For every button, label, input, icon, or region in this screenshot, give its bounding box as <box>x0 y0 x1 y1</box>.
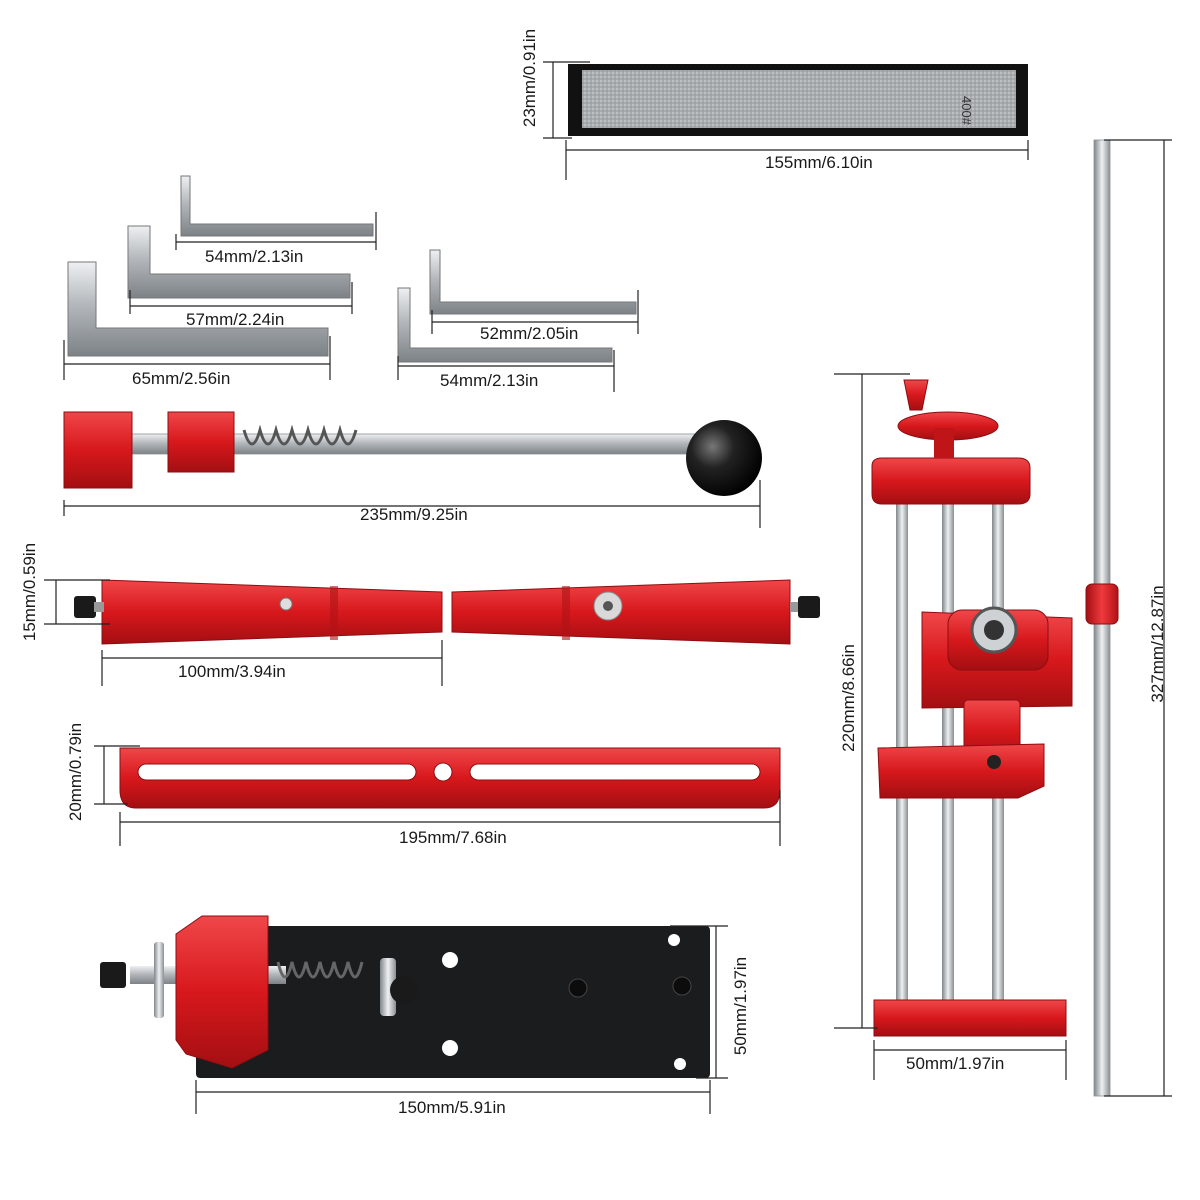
sharpening-stone: 400# <box>568 64 1028 136</box>
guide-frame-height-label: 220mm/8.66in <box>839 644 858 752</box>
slotted-bar-height-label: 20mm/0.79in <box>66 722 85 822</box>
guide-rod <box>1085 139 1119 1097</box>
wrench-4-size-label: 52mm/2.05in <box>480 324 579 343</box>
stone-width-label: 155mm/6.10in <box>765 153 873 172</box>
clamp-rod-assembly <box>63 411 762 496</box>
base-spring <box>276 961 364 979</box>
slotted-bar-length-label: 195mm/7.68in <box>399 828 507 847</box>
hex-wrench-3 <box>67 261 329 357</box>
guide-rod-length-label: 327mm/12.87in <box>1148 585 1167 703</box>
clamp-jaw-left <box>74 579 443 645</box>
clamp-jaw-height-label: 15mm/0.59in <box>20 542 39 642</box>
guide-frame-width-label: 50mm/1.97in <box>906 1054 1005 1073</box>
stone-height-dimension <box>543 61 590 139</box>
guide-frame <box>871 379 1073 1037</box>
wrench-2-size-label: 57mm/2.24in <box>186 310 285 329</box>
clamp-rod-dimension <box>63 480 761 528</box>
base-plate-dimension <box>195 925 728 1114</box>
hex-wrench-1 <box>180 175 374 237</box>
base-plate <box>100 915 710 1078</box>
hex-wrench-2 <box>127 225 351 299</box>
clamp-jaw-length-label: 100mm/3.94in <box>178 662 286 681</box>
guide-rod-dimension <box>1104 139 1172 1097</box>
guide-frame-dimension <box>834 373 1067 1080</box>
wrench-1-size-label: 54mm/2.13in <box>205 247 304 266</box>
wrench-5-size-label: 54mm/2.13in <box>440 371 539 390</box>
wrench-3-size-label: 65mm/2.56in <box>132 369 231 388</box>
stone-width-dimension <box>565 140 1029 180</box>
slotted-bar-dimension <box>94 745 781 846</box>
clamp-spring <box>242 424 358 446</box>
stone-height-label: 23mm/0.91in <box>520 28 539 128</box>
base-plate-length-label: 150mm/5.91in <box>398 1098 506 1117</box>
black-knob <box>686 420 762 496</box>
jaw-dimension-lines <box>44 579 443 686</box>
wrench-dimension-lines <box>63 212 639 392</box>
slotted-bar <box>119 747 781 809</box>
base-plate-height-label: 50mm/1.97in <box>731 956 750 1056</box>
clamp-rod-length-label: 235mm/9.25in <box>360 505 468 524</box>
stone-grit-label: 400# <box>959 96 974 126</box>
clamp-jaw-right <box>451 579 820 645</box>
hex-wrench-4 <box>429 249 637 315</box>
